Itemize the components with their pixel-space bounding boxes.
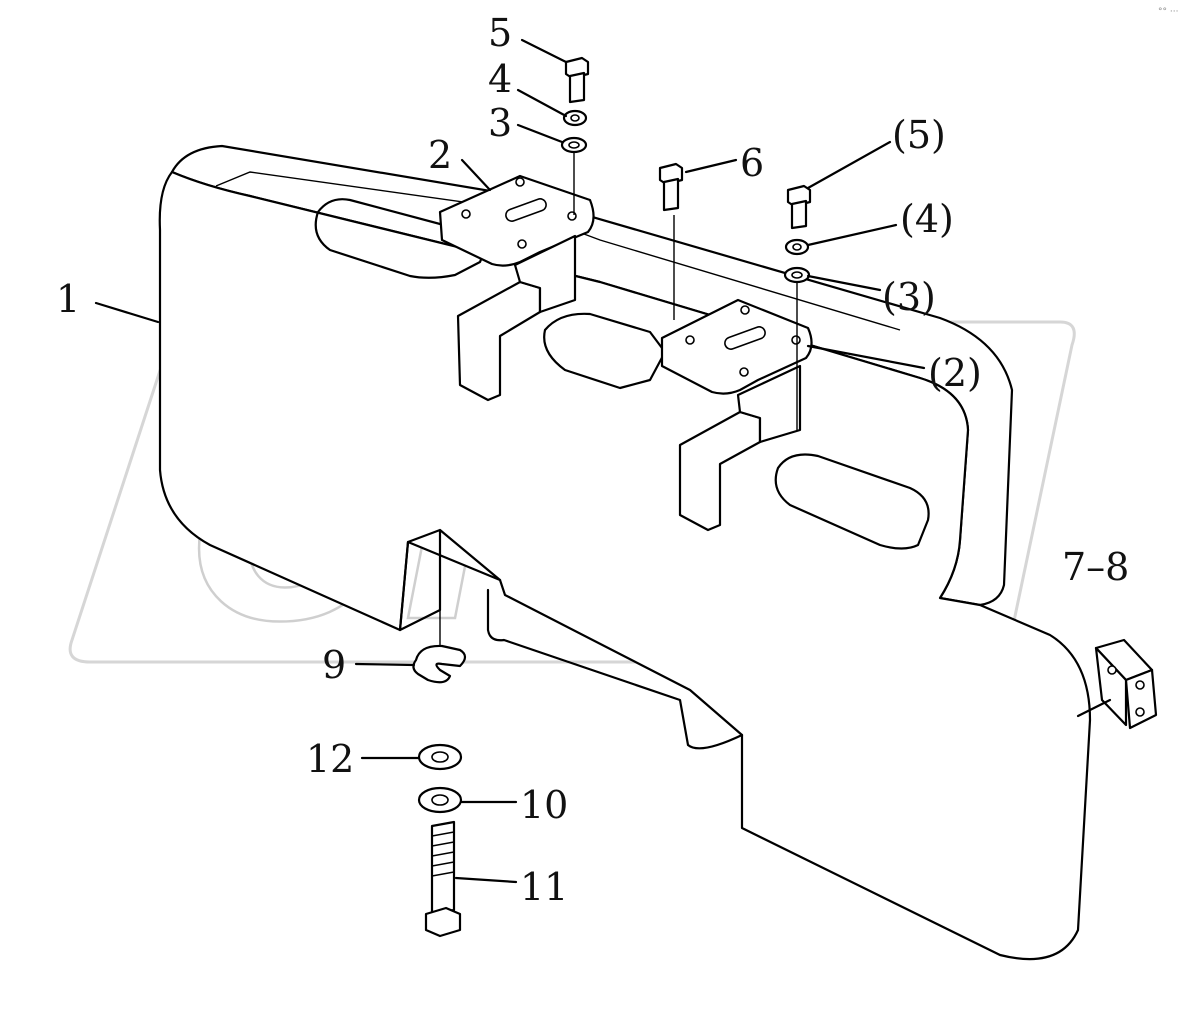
washer-12-hole xyxy=(431,751,449,763)
callout-p3: (3) xyxy=(882,275,936,319)
callout-2: 2 xyxy=(428,133,452,177)
leader-11 xyxy=(454,876,518,884)
leader-2 xyxy=(460,158,492,192)
u-clip-9 xyxy=(412,644,467,684)
angle-bracket-hole-1 xyxy=(1107,665,1117,675)
leader-p5 xyxy=(806,140,892,190)
bracket-right-leg xyxy=(736,364,802,444)
leader-5 xyxy=(520,38,568,64)
fastener-stack-lower xyxy=(412,550,467,938)
callout-4: 4 xyxy=(488,57,512,101)
corner-mark: °° ··· xyxy=(1158,7,1178,17)
leader-p2 xyxy=(806,344,926,370)
callout-11: 11 xyxy=(520,865,568,909)
bolt-p5-shank xyxy=(790,199,808,230)
callout-10: 10 xyxy=(520,783,568,827)
leader-p3 xyxy=(806,274,882,292)
callout-7-8: 7–8 xyxy=(1062,545,1129,589)
callout-p2: (2) xyxy=(928,351,982,395)
bracket-right-slot xyxy=(724,326,766,350)
callout-6: 6 xyxy=(740,141,764,185)
bracket-right xyxy=(660,298,813,532)
leader-4 xyxy=(516,88,568,118)
bolt-6-shank xyxy=(662,177,680,212)
bracket-left-hole-1 xyxy=(461,209,471,219)
bracket-left-hole-4 xyxy=(517,239,527,249)
bolt-11-threads xyxy=(431,831,455,877)
callout-p5: (5) xyxy=(892,113,946,157)
callout-12: 12 xyxy=(306,737,354,781)
bolt-6 xyxy=(658,162,684,320)
leader-7-8 xyxy=(1076,698,1112,718)
bracket-left-slot xyxy=(505,198,547,222)
top-pocket-left xyxy=(314,198,485,279)
top-pocket-right xyxy=(774,453,930,550)
leader-6 xyxy=(684,158,738,174)
bracket-right-hole-3 xyxy=(791,335,801,345)
lock-washer-p4-hole xyxy=(792,243,802,251)
bracket-left xyxy=(438,174,595,402)
lock-washer-4-hole xyxy=(570,114,580,122)
washer-10-hole xyxy=(431,794,449,806)
angle-bracket-hole-3 xyxy=(1135,707,1145,717)
washer-3-hole xyxy=(568,141,580,149)
callout-labels: 1 2 3 4 5 6 (5) (4) (3) (2) 7–8 9 12 10 … xyxy=(56,11,1129,909)
fastener-stack-right xyxy=(783,184,812,430)
top-pocket-center xyxy=(543,312,667,390)
counterweight-front-face xyxy=(158,170,1092,961)
bracket-right-hole-1 xyxy=(685,335,695,345)
bolt-11-head xyxy=(424,906,462,938)
callout-9: 9 xyxy=(322,643,346,687)
bracket-left-hole-2 xyxy=(515,177,525,187)
bolt-5-shank xyxy=(568,71,586,104)
washer-p3-hole xyxy=(791,271,803,279)
leader-9 xyxy=(354,662,416,667)
bracket-left-leg xyxy=(513,234,577,314)
callout-1: 1 xyxy=(56,277,80,321)
leader-3 xyxy=(516,123,564,144)
angle-bracket-7-8 xyxy=(1094,638,1158,730)
fastener-stack-left xyxy=(560,56,590,215)
callout-5: 5 xyxy=(488,11,512,55)
callout-p4: (4) xyxy=(900,197,954,241)
bracket-right-hole-2 xyxy=(740,305,750,315)
angle-bracket-hole-2 xyxy=(1135,680,1145,690)
bracket-left-hole-3 xyxy=(567,211,577,221)
leader-1 xyxy=(94,301,160,324)
bracket-right-hole-4 xyxy=(739,367,749,377)
underside-slot xyxy=(486,588,744,750)
leader-lines xyxy=(94,38,1112,884)
callout-3: 3 xyxy=(488,101,512,145)
leader-p4 xyxy=(806,223,898,247)
counterweight-body xyxy=(158,144,1092,961)
angle-bracket-side xyxy=(1124,668,1158,730)
